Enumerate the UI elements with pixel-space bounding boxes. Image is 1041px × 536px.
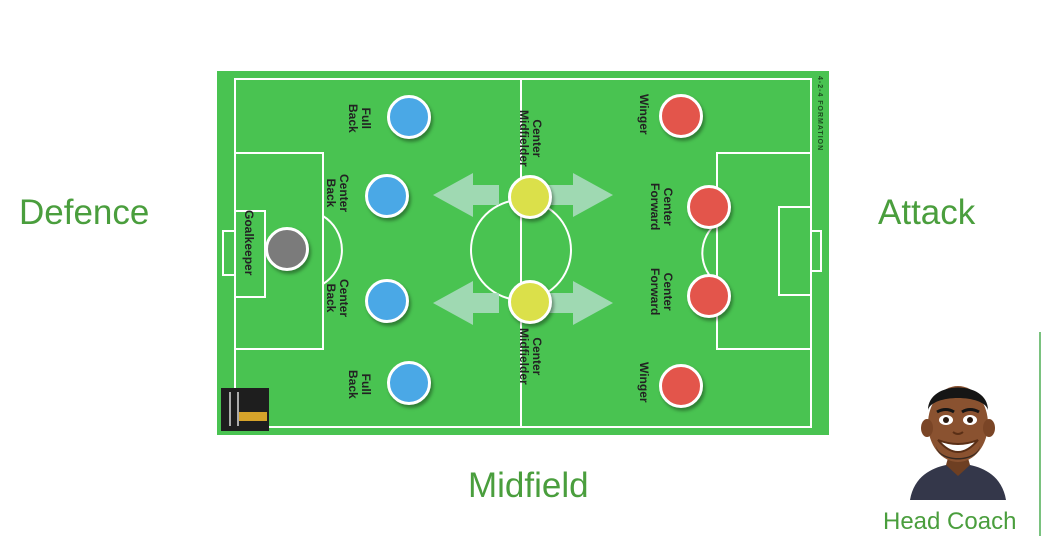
center-back-bottom-marker xyxy=(365,279,409,323)
left-goal xyxy=(222,230,236,276)
full-back-top-marker xyxy=(387,95,431,139)
center-mid-top-label: Center Midfielder xyxy=(517,110,544,167)
goalkeeper-marker xyxy=(265,227,309,271)
left-penalty-arc xyxy=(322,215,343,285)
center-forward-top-marker xyxy=(687,185,731,229)
right-goal-area xyxy=(778,206,812,296)
center-mid-bottom-label: Center Midfielder xyxy=(517,328,544,385)
center-mid-top-marker xyxy=(508,175,552,219)
head-coach-label: Head Coach xyxy=(883,508,1017,535)
winger-top-label: Winger xyxy=(637,94,651,135)
coach-divider xyxy=(1039,332,1041,536)
defence-label: Defence xyxy=(19,193,150,232)
full-back-bottom-marker xyxy=(387,361,431,405)
center-mid-bottom-marker xyxy=(508,280,552,324)
full-back-top-label: Full Back xyxy=(346,104,373,133)
formation-title: 4-2-4 FORMATION xyxy=(816,76,823,152)
center-forward-top-label: Center Forward xyxy=(648,183,675,231)
arrow-bottom-left xyxy=(433,281,499,325)
center-forward-bottom-label: Center Forward xyxy=(648,268,675,316)
right-goal xyxy=(810,230,822,272)
arrow-top-left xyxy=(433,173,499,217)
center-back-top-marker xyxy=(365,174,409,218)
coach-avatar xyxy=(910,386,1006,500)
stories-logo xyxy=(221,388,269,431)
football-pitch xyxy=(217,71,829,435)
winger-bottom-marker xyxy=(659,364,703,408)
center-back-bottom-label: Center Back xyxy=(324,279,351,318)
winger-bottom-label: Winger xyxy=(637,362,651,403)
pitch-markings xyxy=(222,78,822,428)
full-back-bottom-label: Full Back xyxy=(346,370,373,399)
arrow-top-right xyxy=(547,173,613,217)
center-back-top-label: Center Back xyxy=(324,174,351,213)
center-forward-bottom-marker xyxy=(687,274,731,318)
right-penalty-area xyxy=(716,152,812,350)
attack-label: Attack xyxy=(878,193,976,232)
goalkeeper-label: Goalkeeper xyxy=(242,210,256,276)
winger-top-marker xyxy=(659,94,703,138)
arrow-bottom-right xyxy=(547,281,613,325)
midfield-label: Midfield xyxy=(468,466,589,505)
